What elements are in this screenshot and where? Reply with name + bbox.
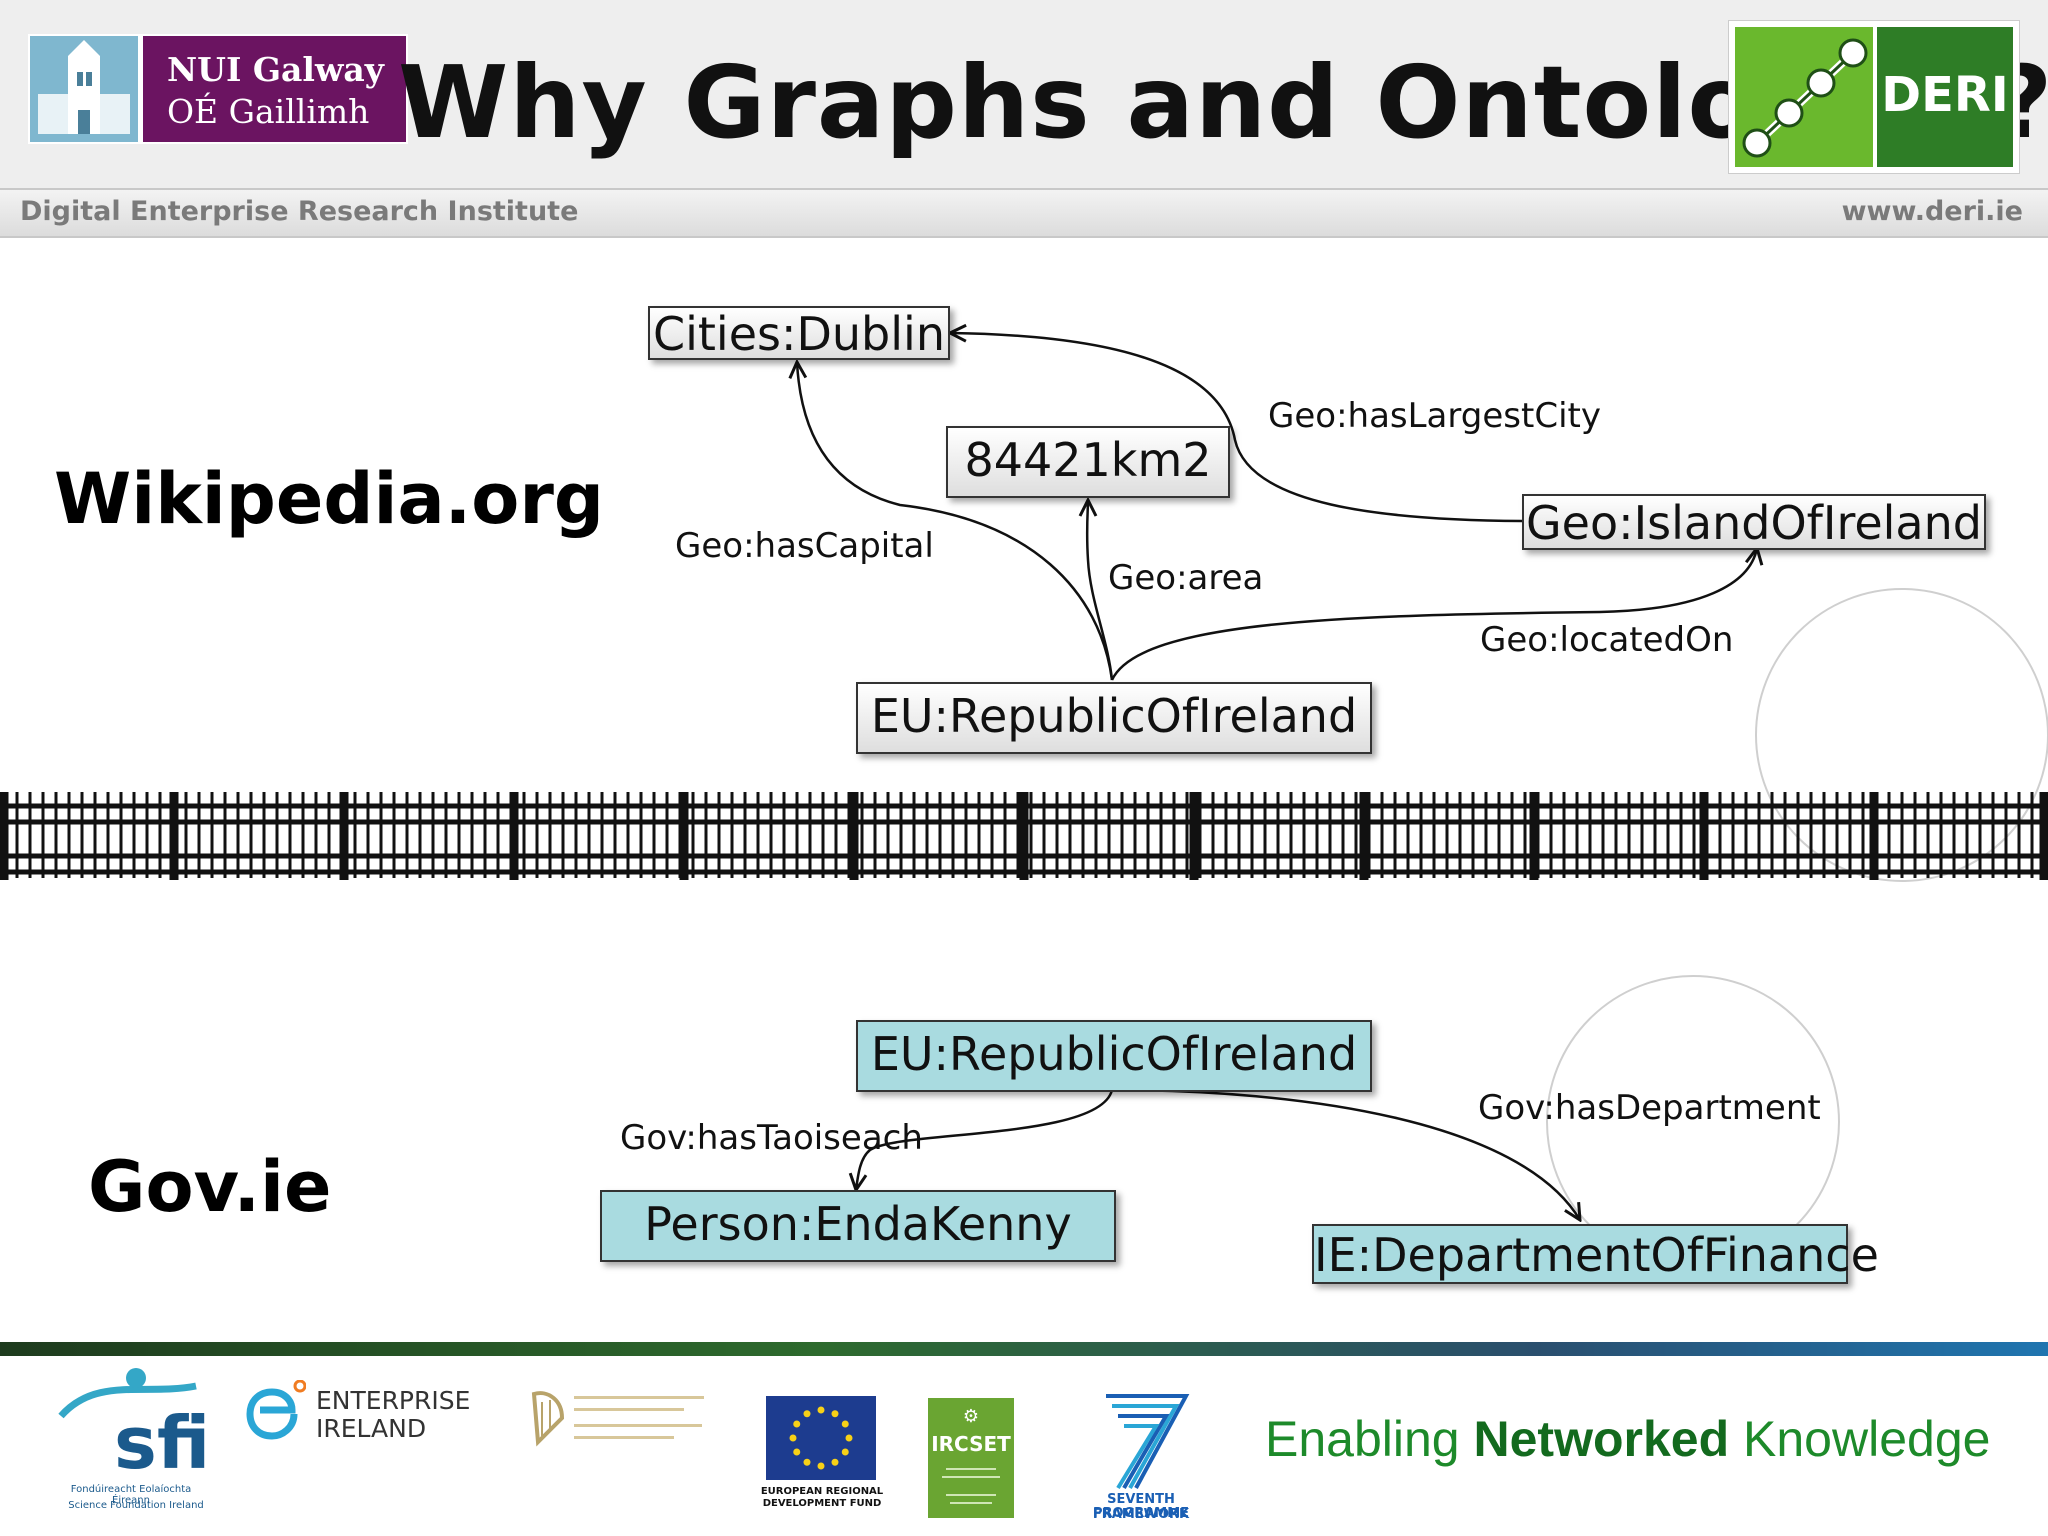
tagline-post: Knowledge [1729, 1411, 1991, 1467]
edge-label-has-largest-city: Geo:hasLargestCity [1268, 396, 1601, 436]
nui-galway-logo: NUI Galway OÉ Gaillimh [28, 34, 408, 144]
decorative-circle [1755, 588, 2048, 882]
edge-has-capital [797, 362, 1114, 681]
ircset-text: IRCSET [931, 1432, 1011, 1456]
sfi-caption-2: Science Foundation Ireland [68, 1500, 204, 1511]
edge-label-has-taoiseach: Gov:hasTaoiseach [620, 1118, 923, 1158]
fp7-seven-icon [1106, 1394, 1190, 1490]
footer-stripe [0, 1342, 2048, 1356]
edge-has-taoiseach [856, 1089, 1114, 1190]
ircset-gear-icon: ⚙ [962, 1406, 980, 1427]
eu-flag-icon [766, 1396, 876, 1480]
institute-bar: Digital Enterprise Research Institute ww… [0, 188, 2048, 238]
tagline: Enabling Networked Knowledge [1265, 1410, 1990, 1468]
node-geo-island-of-ireland[interactable]: Geo:IslandOfIreland [1522, 494, 1986, 550]
sfi-text: sfi [114, 1401, 211, 1485]
edge-label-located-on: Geo:locatedOn [1480, 620, 1734, 660]
sfi-caption-1: Fondúireacht Eolaíochta Éireann [70, 1484, 192, 1506]
university-building-icon [30, 36, 138, 142]
deri-logo: DERI [1728, 20, 2020, 174]
edge-label-area: Geo:area [1108, 558, 1264, 598]
edge-area [1087, 500, 1114, 681]
node-person-enda-kenny[interactable]: Person:EndaKenny [600, 1190, 1116, 1262]
nui-logo-line1: NUI Galway [167, 50, 384, 89]
edge-label-has-capital: Geo:hasCapital [675, 526, 934, 566]
enterprise-line1: ENTERPRISE [316, 1386, 471, 1415]
deri-logo-panel [1877, 27, 2013, 167]
edge-located-on [1110, 548, 1757, 681]
edge-has-largest-city [950, 333, 1523, 523]
node-eu-republic-of-ireland[interactable]: EU:RepublicOfIreland [856, 682, 1372, 754]
network-nodes-icon [1735, 27, 1873, 167]
gov-source-label: Gov.ie [88, 1146, 332, 1228]
eu-caption-2: DEVELOPMENT FUND [762, 1498, 882, 1509]
nui-galway-wordmark: NUI Galway OÉ Gaillimh [143, 36, 406, 142]
fp7-caption-2: PROGRAMME [1092, 1506, 1190, 1521]
enterprise-ireland-icon [246, 1379, 307, 1440]
nui-logo-line2: OÉ Gaillimh [167, 92, 370, 131]
enterprise-line2: IRELAND [316, 1414, 427, 1443]
irish-harp-logo [528, 1388, 708, 1448]
node-gov-republic-of-ireland[interactable]: EU:RepublicOfIreland [856, 1020, 1372, 1092]
website-url[interactable]: www.deri.ie [1841, 196, 2023, 227]
eu-regional-fund-logo: EUROPEAN REGIONAL DEVELOPMENT FUND [761, 1396, 883, 1509]
wikipedia-source-label: Wikipedia.org [54, 458, 604, 540]
fp7-caption-1: SEVENTH FRAMEWORK [1092, 1492, 1190, 1522]
node-ie-department-of-finance[interactable]: IE:DepartmentOfFinance [1312, 1224, 1879, 1284]
eu-caption-1: EUROPEAN REGIONAL [760, 1486, 884, 1497]
tagline-pre: Enabling [1265, 1411, 1474, 1467]
node-area-value[interactable]: 84421km2 [946, 426, 1230, 498]
harp-icon [531, 1391, 565, 1447]
ircset-logo: ⚙ IRCSET [928, 1398, 1014, 1518]
tagline-bold: Networked [1473, 1411, 1730, 1467]
deri-logo-text: DERI [1881, 67, 2009, 123]
institute-name: Digital Enterprise Research Institute [20, 196, 579, 227]
fp7-logo: SEVENTH FRAMEWORK PROGRAMME [1066, 1392, 1216, 1522]
sfi-logo: sfi Fondúireacht Eolaíochta Éireann Scie… [56, 1366, 210, 1516]
sponsor-footer [0, 1356, 2048, 1536]
sfi-swoosh-icon [58, 1368, 197, 1419]
enterprise-ireland-logo: ENTERPRISE IRELAND [246, 1379, 470, 1450]
edge-label-has-department: Gov:hasDepartment [1478, 1088, 1821, 1128]
node-cities-dublin[interactable]: Cities:Dublin [648, 306, 950, 360]
fence-divider [0, 792, 2048, 880]
